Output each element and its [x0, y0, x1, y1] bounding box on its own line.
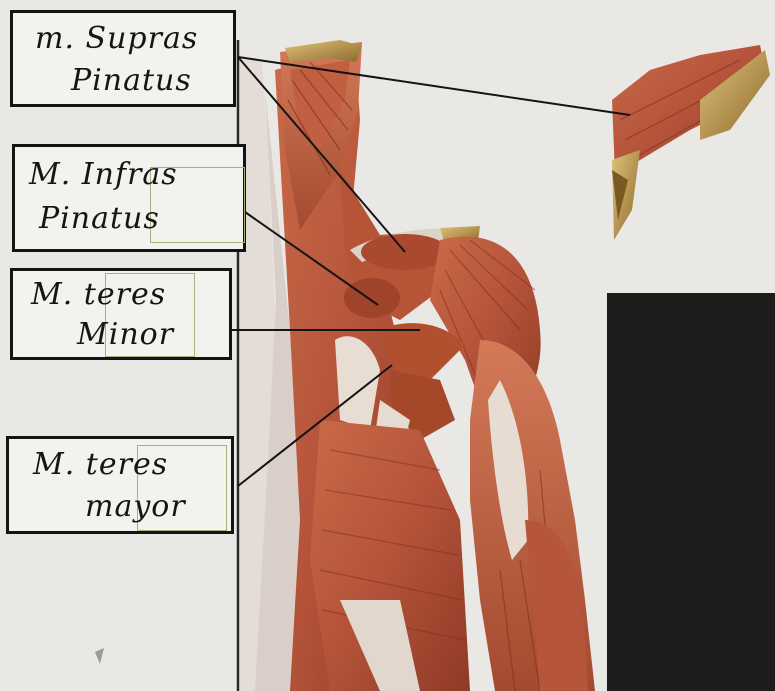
dark-panel — [607, 293, 775, 691]
pen-mark — [95, 648, 104, 664]
label-teres-minor-line1: M. teres — [31, 277, 166, 313]
label-box-supraspinatus: m. Supras Pinatus — [10, 10, 236, 107]
label-box-teres-major: M. teres mayor — [6, 436, 234, 534]
label-box-infraspinatus: M. Infras Pinatus — [12, 144, 246, 252]
inset-supraspinatus — [612, 45, 770, 240]
label-teres-major-line1: M. teres — [33, 447, 168, 483]
label-supraspinatus-line2: Pinatus — [71, 63, 192, 99]
label-teres-major-line2: mayor — [85, 489, 186, 525]
back-figure — [240, 40, 595, 691]
label-infraspinatus-line2: Pinatus — [39, 201, 160, 237]
label-infraspinatus-line1: M. Infras — [29, 157, 178, 193]
label-teres-minor-line2: Minor — [77, 317, 174, 353]
label-box-teres-minor: M. teres Minor — [10, 268, 232, 360]
label-supraspinatus-line1: m. Supras — [35, 21, 198, 57]
